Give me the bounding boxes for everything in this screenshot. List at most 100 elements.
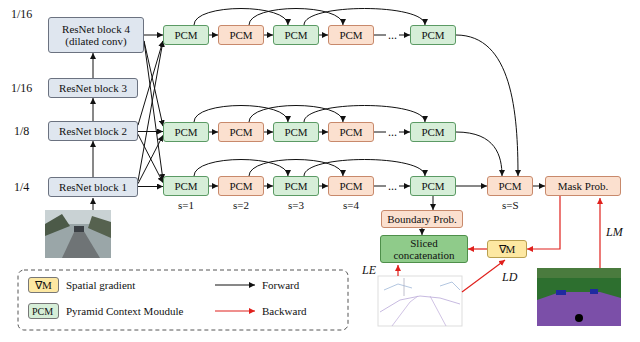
connector-arrow: [422, 228, 423, 235]
text-wrap: PCM: [498, 180, 521, 192]
edge-image: [404, 278, 405, 296]
node-text: ResNet block 3: [59, 82, 127, 94]
legend-text: Backward: [262, 305, 307, 318]
text-wrap: PCM: [339, 29, 362, 41]
loss-label: LE: [362, 264, 376, 277]
street-image: [88, 216, 111, 238]
text-wrap: PCM: [339, 180, 362, 192]
pcm-box: PCM: [410, 25, 456, 45]
connector-arrow: [456, 186, 487, 187]
edge-image: [384, 284, 412, 290]
connector-arrow: [93, 141, 94, 177]
street-image: [45, 210, 111, 258]
loss-arrow: [462, 260, 505, 292]
edge-image: [440, 282, 460, 290]
node-text: PCM: [174, 180, 197, 192]
node-text: ResNet block 4 (dilated conv): [49, 23, 143, 47]
connector-arrow: [319, 186, 328, 187]
ellipsis: ...: [386, 126, 399, 139]
step-label: s=2: [233, 199, 249, 212]
pcm-box: PCM: [163, 25, 209, 45]
connector-arrow: [93, 98, 94, 121]
node-text: PCM: [174, 29, 197, 41]
legend-text: Spatial gradient: [66, 279, 135, 292]
pcm-box: PCM: [410, 176, 456, 196]
edge-image: [378, 276, 462, 326]
text-wrap: ResNet block 4 (dilated conv): [49, 23, 143, 47]
text-wrap: PCM: [284, 29, 307, 41]
node-text: PCM: [339, 180, 362, 192]
connector-arrow: [144, 35, 163, 36]
scale-label: 1/4: [14, 181, 29, 194]
mask-image: [537, 292, 621, 326]
node-text: ∇M: [499, 243, 516, 255]
text-wrap: Boundary Prob.: [387, 213, 457, 225]
text-wrap: Sliced concatenation: [381, 237, 467, 261]
pcm-box: PCM: [328, 122, 374, 142]
mask-image: [590, 289, 598, 294]
scale-label: 1/16: [11, 8, 32, 21]
pcm-box: PCM: [163, 122, 209, 142]
loss-arrow: [599, 198, 600, 268]
node-text: PCM: [339, 29, 362, 41]
scale-label: 1/8: [14, 125, 29, 138]
street-image: [74, 226, 84, 232]
mask-image: [537, 268, 621, 326]
node-text: PCM: [174, 126, 197, 138]
text-wrap: PCM: [421, 29, 444, 41]
connector-arrow: [468, 248, 487, 249]
resnet-block: ResNet block 2: [48, 121, 138, 141]
connector-arrow: [138, 131, 163, 132]
concat-box: Sliced concatenation: [380, 235, 468, 263]
connector-arrow: [93, 53, 94, 78]
pcm-box: PCM: [218, 122, 264, 142]
connector-arrow: [138, 186, 163, 187]
gradient-box: ∇M: [487, 240, 527, 258]
connector-arrow: [304, 106, 425, 123]
node-text: PCM: [284, 180, 307, 192]
connector-arrow: [304, 9, 425, 26]
connector-arrow: [533, 186, 545, 187]
text-wrap: PCM: [174, 126, 197, 138]
legend-text: Pyramid Context Moudule: [66, 305, 183, 318]
legend-line-sample: [215, 310, 255, 311]
legend-frame: [18, 270, 348, 330]
node-text: PCM: [339, 126, 362, 138]
legend-symbol: ∇M: [35, 279, 52, 292]
text-wrap: PCM: [339, 126, 362, 138]
node-text: PCM: [229, 29, 252, 41]
edge-image: [378, 276, 462, 326]
edge-image: [392, 296, 418, 326]
connector-arrow: [456, 35, 518, 176]
node-text: Mask Prob.: [558, 180, 609, 192]
text-wrap: PCM: [284, 180, 307, 192]
connector-arrow: [138, 135, 163, 183]
text-wrap: ResNet block 1: [59, 181, 127, 193]
pcm-box: PCM: [328, 176, 374, 196]
pcm-box: PCM: [410, 122, 456, 142]
text-wrap: PCM: [284, 126, 307, 138]
resnet-block: ResNet block 4 (dilated conv): [48, 17, 144, 53]
node-text: PCM: [421, 180, 444, 192]
connector-arrow: [433, 196, 434, 210]
input-arrow: [93, 198, 94, 210]
node-text: PCM: [421, 126, 444, 138]
connector-arrow: [456, 132, 502, 176]
output-box: Mask Prob.: [545, 176, 621, 196]
node-text: PCM: [498, 180, 521, 192]
pcm-box: PCM: [273, 25, 319, 45]
legend-line-sample: [215, 285, 255, 286]
loss-arrow: [397, 265, 398, 276]
pcm-box: PCM: [273, 122, 319, 142]
street-image: [45, 210, 111, 258]
node-text: Boundary Prob.: [387, 213, 457, 225]
step-label: s=3: [288, 199, 304, 212]
step-label: s=S: [502, 199, 519, 212]
connector-arrow: [144, 41, 163, 180]
text-wrap: ResNet block 2: [59, 125, 127, 137]
text-wrap: PCM: [229, 29, 252, 41]
loss-label: LM: [606, 226, 623, 239]
connector-arrow: [209, 186, 218, 187]
node-text: ResNet block 2: [59, 125, 127, 137]
